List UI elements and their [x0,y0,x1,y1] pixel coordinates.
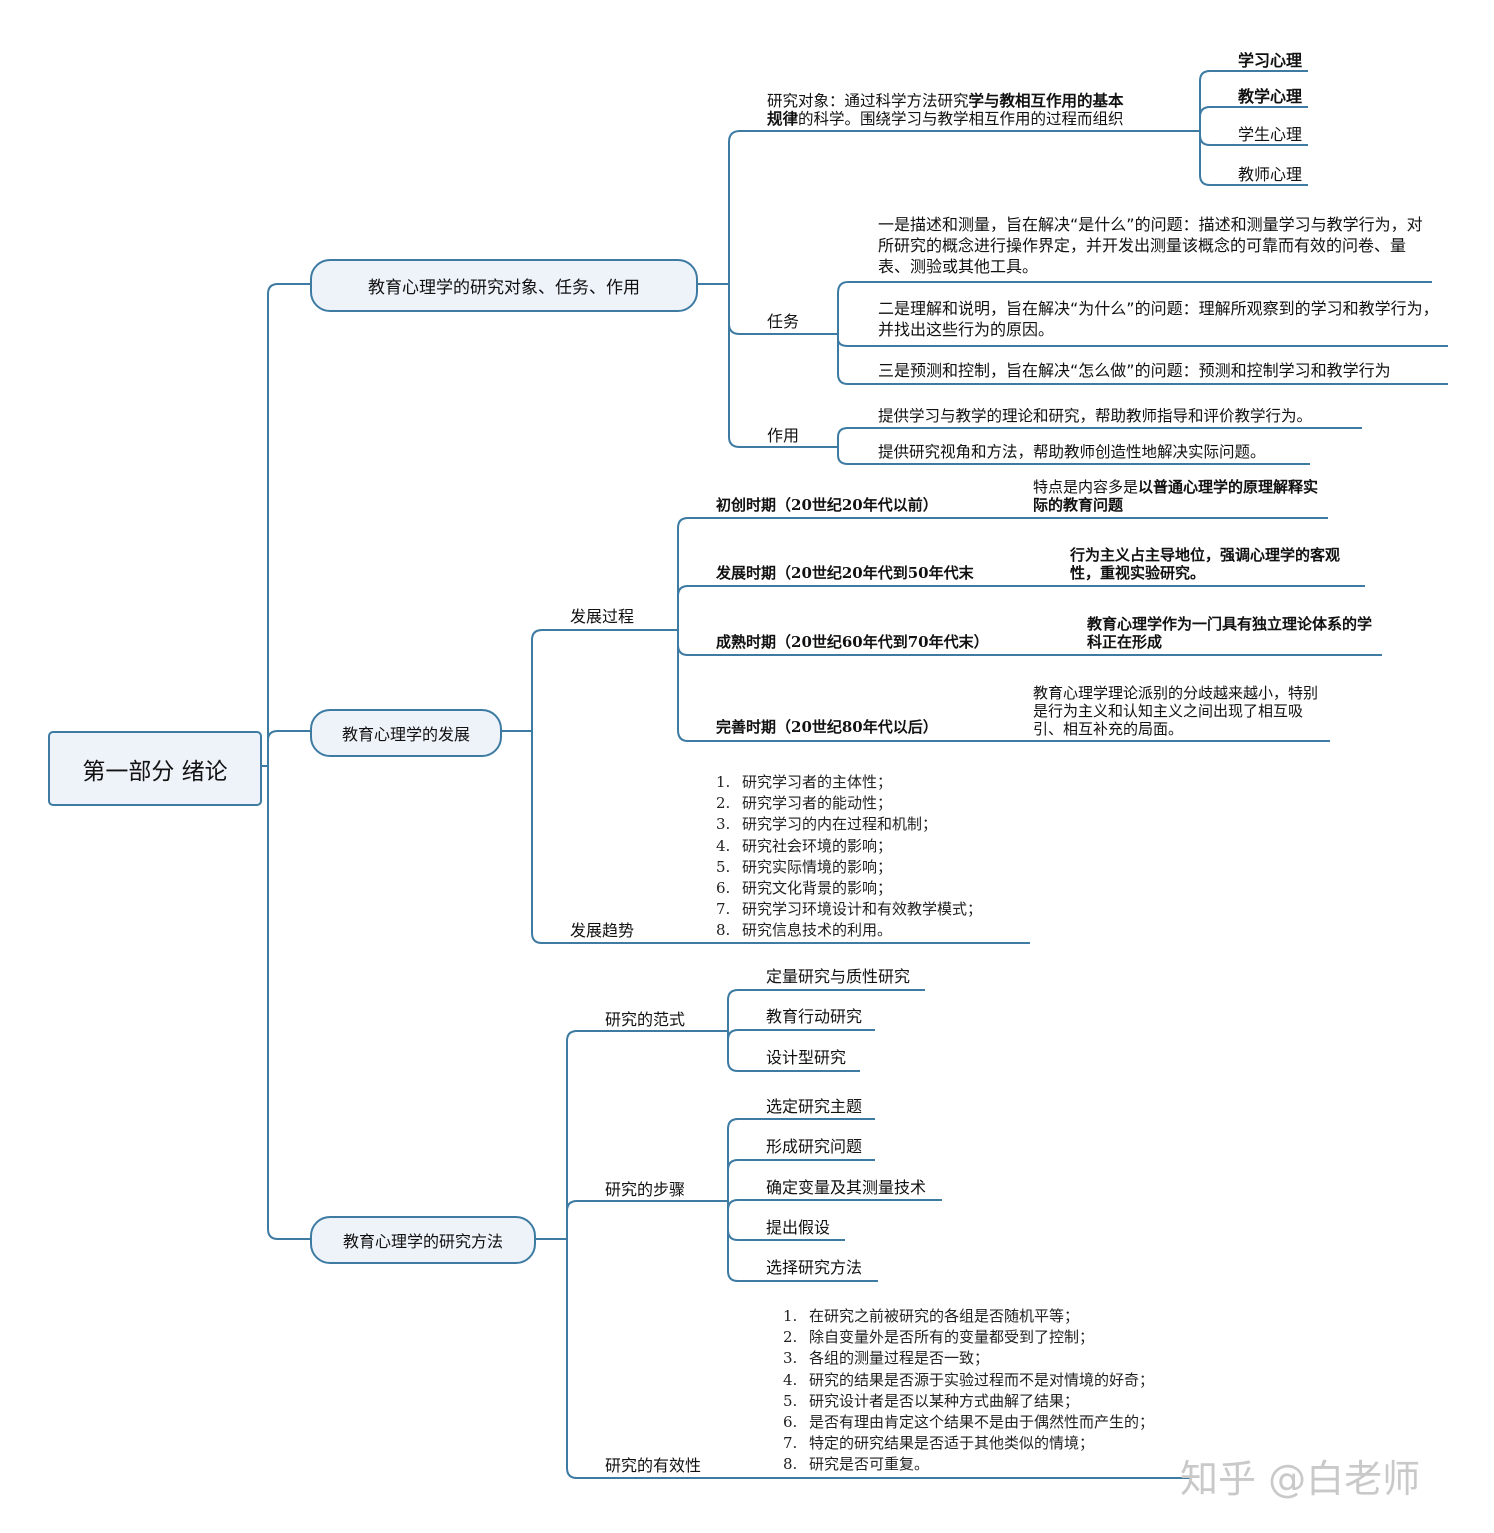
list-item: 2.研究学习者的能动性； [716,794,893,813]
paradigm-label: 研究的范式 [605,1010,686,1029]
list-item: 8.研究是否可重复。 [783,1455,930,1474]
node-development[interactable]: 教育心理学的发展 [310,709,502,757]
period-label: 成熟时期（20世纪60年代到70年代末） [716,633,989,651]
step-item: 选定研究主题 [766,1097,863,1116]
role-item: 提供研究视角和方法，帮助教师创造性地解决实际问题。 [878,443,1266,461]
list-item: 7.特定的研究结果是否适于其他类似的情境； [783,1434,1095,1453]
trend-label: 发展趋势 [570,921,635,940]
list-item: 1.研究学习者的主体性； [716,773,893,791]
list-item: 5.研究实际情境的影响； [716,857,893,876]
watermark: 知乎 @白老师 [1180,1457,1421,1501]
validity-label: 研究的有效性 [605,1456,702,1475]
period-label: 发展时期（20世纪20年代到50年代末 [716,564,974,582]
list-item: 5.研究设计者是否以某种方式曲解了结果； [783,1391,1080,1410]
node-research-object-task-role[interactable]: 教育心理学的研究对象、任务、作用 [310,259,698,312]
step-item: 提出假设 [766,1218,831,1237]
step-item: 确定变量及其测量技术 [766,1178,927,1197]
list-item: 3.各组的测量过程是否一致； [783,1349,990,1368]
roles-label: 作用 [767,426,800,445]
list-item: 3.研究学习的内在过程和机制； [716,815,938,834]
list-item: 2.除自变量外是否所有的变量都受到了控制； [783,1328,1095,1347]
list-item: 8.研究信息技术的利用。 [716,921,893,940]
trend-list: 1.研究学习者的主体性； 2.研究学习者的能动性； 3.研究学习的内在过程和机制… [716,772,982,942]
task-item: 二是理解和说明，旨在解决“为什么”的问题：理解所观察到的学习和教学行为，并找出这… [878,299,1439,339]
task-item: 三是预测和控制，旨在解决“怎么做”的问题：预测和控制学习和教学行为 [878,361,1391,380]
process-label: 发展过程 [570,607,635,626]
list-item: 4.研究的结果是否源于实验过程而不是对情境的好奇； [783,1370,1155,1389]
step-item: 形成研究问题 [766,1137,863,1156]
period-label: 完善时期（20世纪80年代以后） [716,718,938,736]
role-item: 提供学习与教学的理论和研究，帮助教师指导和评价教学行为。 [878,407,1313,425]
period-label: 初创时期（20世纪20年代以前） [716,496,938,514]
period-desc: 教育心理学作为一门具有独立理论体系的学科正在形成 [1087,615,1373,651]
validity-list: 1.在研究之前被研究的各组是否随机平等； 2.除自变量外是否所有的变量都受到了控… [783,1306,1154,1476]
list-item: 1.在研究之前被研究的各组是否随机平等； [783,1307,1080,1325]
research-object-text: 研究对象：通过科学方法研究学与教相互作用的基本规律的科学。围绕学习与教学相互作用… [767,92,1124,128]
period-desc: 教育心理学理论派别的分歧越来越小，特别是行为主义和认知主义之间出现了相互吸引、相… [1033,684,1319,738]
period-desc: 特点是内容多是以普通心理学的原理解释实际的教育问题 [1033,478,1319,514]
tasks-label: 任务 [767,312,800,331]
object-item: 教学心理 [1238,87,1303,106]
steps-label: 研究的步骤 [605,1180,686,1199]
object-item: 学生心理 [1238,125,1303,144]
node-research-methods[interactable]: 教育心理学的研究方法 [310,1216,536,1264]
list-item: 7.研究学习环境设计和有效教学模式； [716,900,983,919]
paradigm-item: 教育行动研究 [766,1007,863,1026]
list-item: 4.研究社会环境的影响； [716,836,893,855]
object-item: 学习心理 [1238,51,1303,70]
root-node[interactable]: 第一部分 绪论 [48,731,262,806]
object-item: 教师心理 [1238,165,1303,184]
paradigm-item: 设计型研究 [766,1048,847,1067]
step-item: 选择研究方法 [766,1258,863,1277]
task-item: 一是描述和测量，旨在解决“是什么”的问题：描述和测量学习与教学行为，对所研究的概… [878,215,1423,276]
paradigm-item: 定量研究与质性研究 [766,967,911,986]
list-item: 6.是否有理由肯定这个结果不是由于偶然性而产生的； [783,1413,1155,1432]
list-item: 6.研究文化背景的影响； [716,879,893,898]
period-desc: 行为主义占主导地位，强调心理学的客观性，重视实验研究。 [1070,546,1341,582]
